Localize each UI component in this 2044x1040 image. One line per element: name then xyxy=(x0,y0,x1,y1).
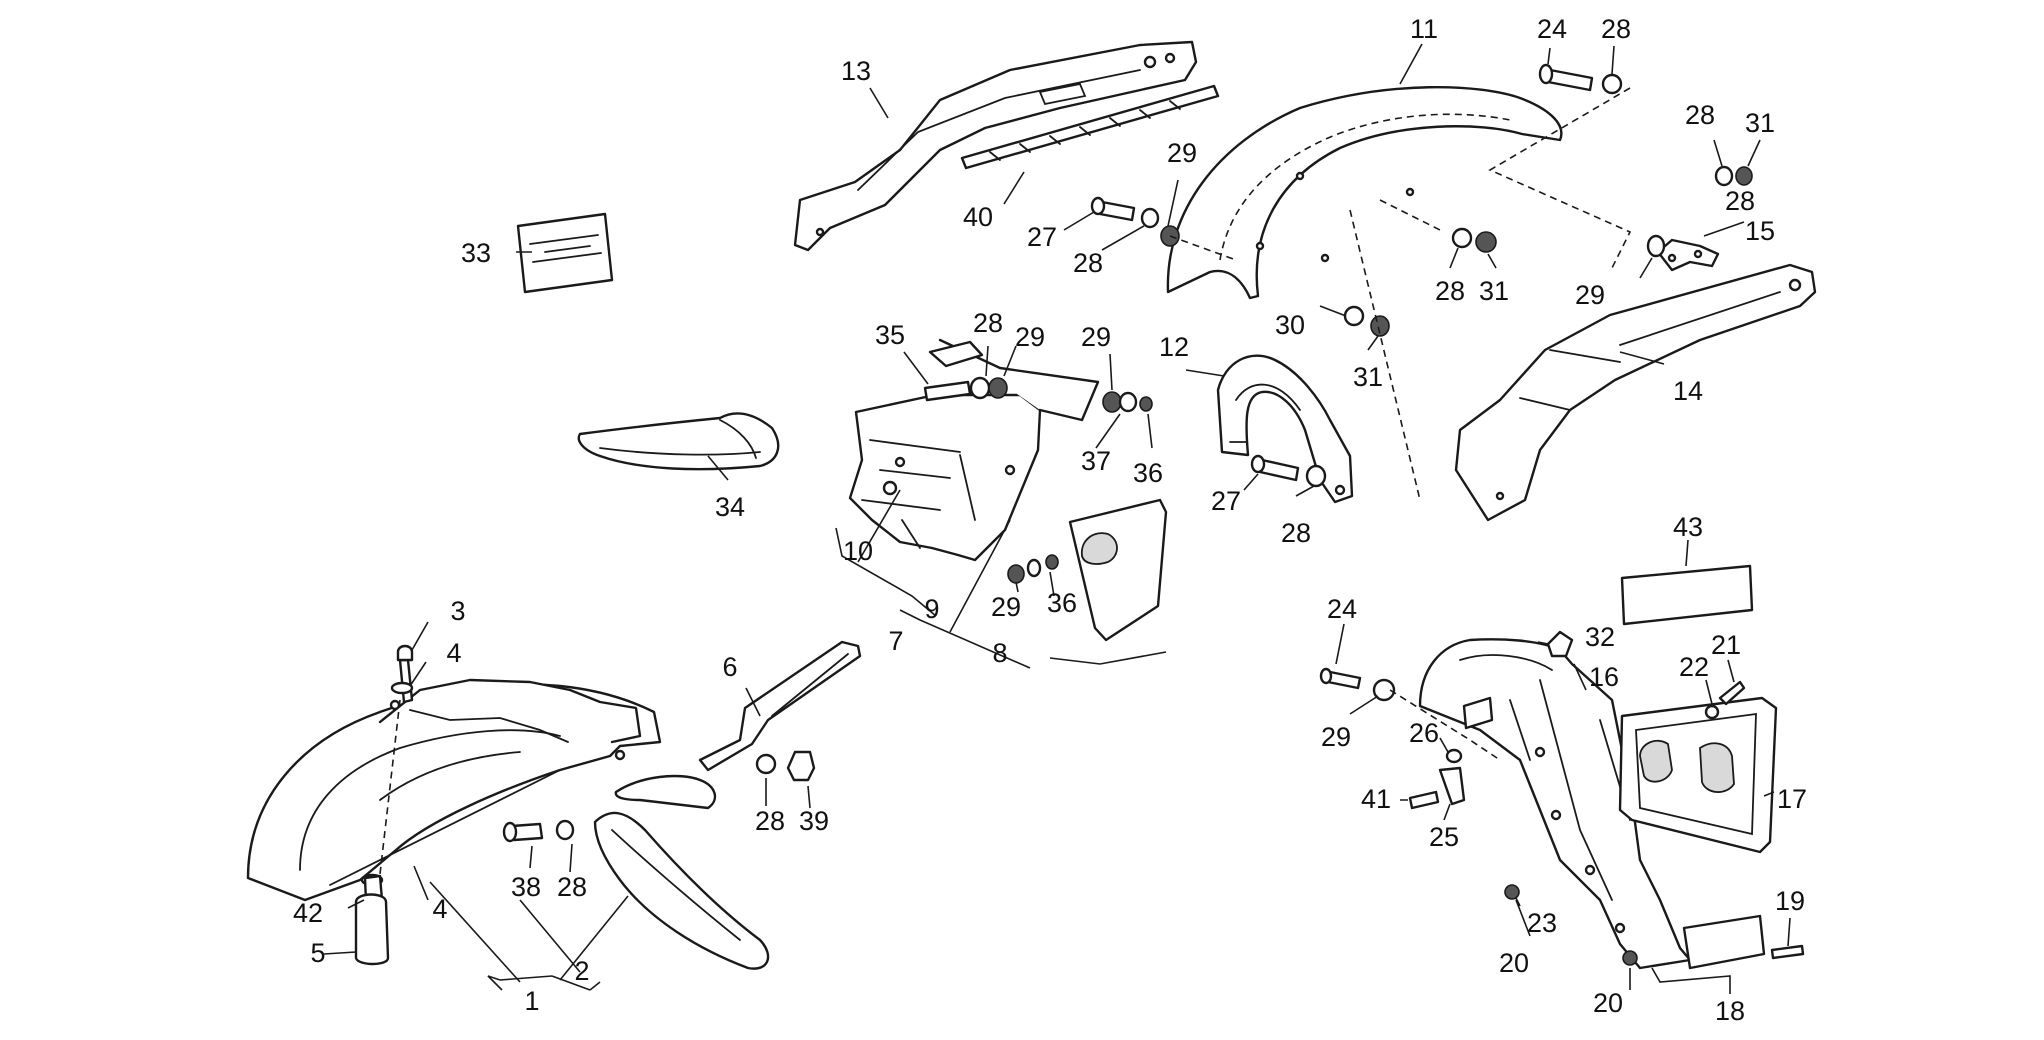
callout-28: 28 xyxy=(557,872,587,902)
callout-39: 39 xyxy=(799,806,829,836)
callout-29: 29 xyxy=(1081,322,1111,352)
callout-9: 9 xyxy=(924,594,939,624)
part-15-small-bracket xyxy=(1656,238,1720,272)
callout-31: 31 xyxy=(1353,362,1383,392)
callout-28: 28 xyxy=(755,806,785,836)
part-17-licence-plate-holder xyxy=(1618,696,1778,854)
part-8-cover-plate xyxy=(1068,498,1168,642)
callout-40: 40 xyxy=(963,202,993,232)
callout-28: 28 xyxy=(1601,14,1631,44)
callout-20: 20 xyxy=(1499,948,1529,978)
part-11-rear-fender xyxy=(1166,86,1563,300)
callout-12: 12 xyxy=(1159,332,1189,362)
callout-28: 28 xyxy=(1435,276,1465,306)
assembly-lines xyxy=(379,87,1632,875)
callout-5: 5 xyxy=(310,938,325,968)
callout-28: 28 xyxy=(1073,248,1103,278)
callout-13: 13 xyxy=(841,56,871,86)
part-33-badge xyxy=(516,212,614,294)
callout-34: 34 xyxy=(715,492,745,522)
callout-28: 28 xyxy=(1685,100,1715,130)
callout-29: 29 xyxy=(991,592,1021,622)
callout-35: 35 xyxy=(875,320,905,350)
callout-29: 29 xyxy=(1321,722,1351,752)
callout-6: 6 xyxy=(722,652,737,682)
part-14-right-grab-rail xyxy=(1454,263,1817,522)
callout-32: 32 xyxy=(1585,622,1615,652)
part-18-reflector xyxy=(1682,914,1766,970)
callout-38: 38 xyxy=(511,872,541,902)
callout-19: 19 xyxy=(1775,886,1805,916)
callout-3: 3 xyxy=(450,596,465,626)
callout-8: 8 xyxy=(992,638,1007,668)
part-6-fender-stay xyxy=(698,640,862,772)
callout-29: 29 xyxy=(1015,322,1045,352)
part-9-10-licence-support xyxy=(848,338,1100,562)
callout-27: 27 xyxy=(1211,486,1241,516)
callout-27: 27 xyxy=(1027,222,1057,252)
callout-29: 29 xyxy=(1167,138,1197,168)
callout-21: 21 xyxy=(1711,630,1741,660)
callout-36: 36 xyxy=(1047,588,1077,618)
callout-15: 15 xyxy=(1745,216,1775,246)
part-12-fender-bracket xyxy=(1216,354,1354,504)
callout-7: 7 xyxy=(888,626,903,656)
callout-31: 31 xyxy=(1479,276,1509,306)
callout-43: 43 xyxy=(1673,512,1703,542)
callout-29: 29 xyxy=(1575,280,1605,310)
callout-1: 1 xyxy=(524,986,539,1016)
callout-23: 23 xyxy=(1527,908,1557,938)
part-34-side-cover xyxy=(577,412,780,471)
callout-41: 41 xyxy=(1361,784,1391,814)
callout-25: 25 xyxy=(1429,822,1459,852)
callout-24: 24 xyxy=(1537,14,1567,44)
callout-30: 30 xyxy=(1275,310,1305,340)
callouts: 1 2 3 4 4 5 6 7 8 9 10 11 12 13 14 15 16… xyxy=(293,14,1807,1026)
part-2-fender-rear-section xyxy=(593,774,770,970)
callout-16: 16 xyxy=(1589,662,1619,692)
part-43-reflector xyxy=(1620,564,1754,626)
callout-33: 33 xyxy=(461,238,491,268)
callout-31: 31 xyxy=(1745,108,1775,138)
callout-4: 4 xyxy=(432,894,447,924)
callout-28: 28 xyxy=(1725,186,1755,216)
part-13-left-grab-rail xyxy=(793,40,1198,252)
callout-10: 10 xyxy=(843,536,873,566)
callout-4: 4 xyxy=(446,638,461,668)
callout-22: 22 xyxy=(1679,652,1709,682)
callout-28: 28 xyxy=(1281,518,1311,548)
callout-18: 18 xyxy=(1715,996,1745,1026)
part-1-front-fender xyxy=(246,678,662,902)
callout-28: 28 xyxy=(973,308,1003,338)
leader-lines xyxy=(323,43,1791,994)
hardware-small-parts xyxy=(354,63,1805,966)
callout-24: 24 xyxy=(1327,594,1357,624)
callout-20: 20 xyxy=(1593,988,1623,1018)
callout-37: 37 xyxy=(1081,446,1111,476)
callout-17: 17 xyxy=(1777,784,1807,814)
part-40-rod xyxy=(960,84,1220,170)
callout-11: 11 xyxy=(1410,14,1438,44)
callout-26: 26 xyxy=(1409,718,1439,748)
callout-2: 2 xyxy=(574,956,589,986)
callout-42: 42 xyxy=(293,898,323,928)
callout-14: 14 xyxy=(1673,376,1703,406)
callout-36: 36 xyxy=(1133,458,1163,488)
